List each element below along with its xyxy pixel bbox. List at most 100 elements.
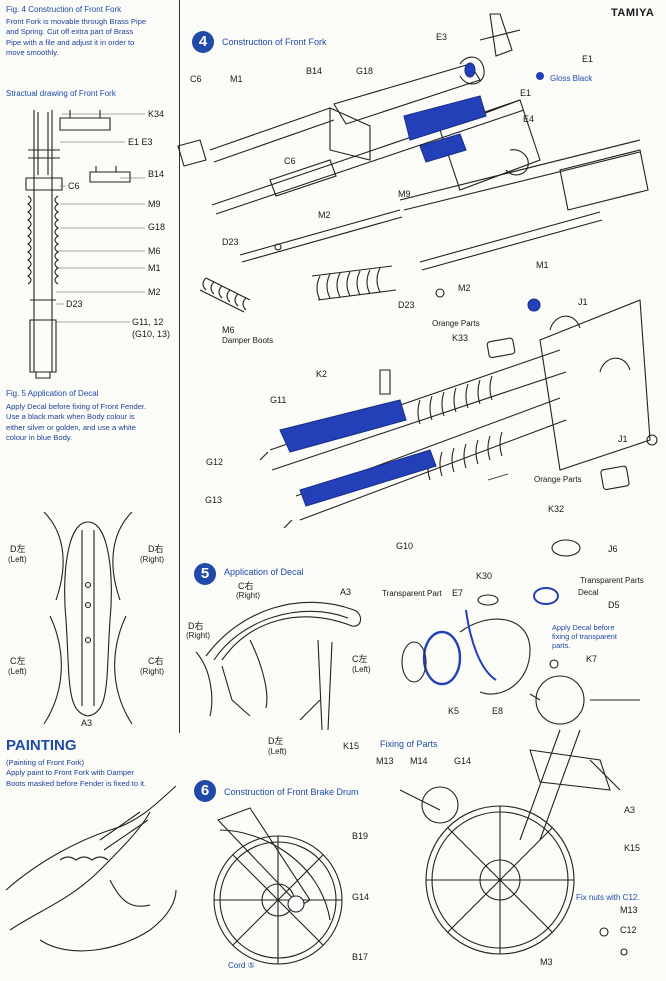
fix-note: Fix nuts with C12. xyxy=(576,893,640,902)
fixing-label: C12 xyxy=(620,925,637,935)
struct-label: G18 xyxy=(148,222,166,232)
fig5-line: colour in blue Body. xyxy=(6,432,73,442)
step5-label: (Left) xyxy=(352,665,371,674)
fig5-label: A3 xyxy=(81,718,93,728)
fixing-label: A3 xyxy=(624,805,636,815)
step5-label: (Right) xyxy=(236,591,261,600)
fixing-label: G14 xyxy=(454,756,472,766)
decal-note-line: Apply Decal before xyxy=(552,623,615,632)
step4-label: G10 xyxy=(396,541,414,551)
step4-label: G13 xyxy=(205,495,223,505)
decal-label: Decal xyxy=(578,588,599,597)
struct-label: M1 xyxy=(148,263,161,273)
step4-label: E1 xyxy=(520,88,532,98)
fig5-line: either silver or golden, and use a white xyxy=(6,422,137,432)
painting-line: Apply paint to Front Fork with Damper xyxy=(6,768,134,778)
painting-title: PAINTING xyxy=(6,737,77,754)
step4-label: M1 xyxy=(230,74,243,84)
fender-side-view-drawing xyxy=(195,601,362,731)
step4-label: G18 xyxy=(356,66,374,76)
damper-boots-label: Damper Boots xyxy=(222,336,274,345)
struct-title: Stractual drawing of Front Fork xyxy=(6,89,116,98)
headlight-exploded-drawing xyxy=(401,539,581,695)
fixing-label: M3 xyxy=(540,957,553,967)
fixing-label: M13 xyxy=(376,756,394,766)
step4-label: M2 xyxy=(318,210,331,220)
front-brake-drum-wheel-drawing xyxy=(213,807,343,965)
painting-subtitle: (Painting of Front Fork) xyxy=(6,758,85,767)
struct-label: B14 xyxy=(148,169,165,179)
struct-label: M9 xyxy=(148,199,161,209)
front-fork-exploded-drawing xyxy=(177,13,658,529)
step5-label: K15 xyxy=(343,741,360,751)
fig4-line: move smoothly. xyxy=(6,47,59,57)
decal-note: Apply Decal before fixing of transparent… xyxy=(552,623,617,650)
step4-number-badge: 4 xyxy=(192,31,214,53)
step6-label: B19 xyxy=(352,831,369,841)
step5-title: Application of Decal xyxy=(224,567,304,577)
fig5-line: Use a black mark when Body colour is xyxy=(6,412,135,422)
struct-label: D23 xyxy=(66,299,83,309)
struct-label: (G10, 13) xyxy=(132,329,171,339)
transparent-part-label: Transparent Part xyxy=(382,589,442,598)
fig4-text: Front Fork is movable through Brass Pipe… xyxy=(6,17,176,58)
struct-label: C6 xyxy=(68,181,80,191)
step4-label: E3 xyxy=(436,32,448,42)
orange-parts-label-2: Orange Parts xyxy=(534,475,582,484)
step4-label: D23 xyxy=(398,300,415,310)
step4-label: G11 xyxy=(270,395,287,405)
step5-label: D左 xyxy=(268,736,284,746)
step4-title: Construction of Front Fork xyxy=(222,37,327,47)
fig4-title: Fig. 4 Construction of Front Fork xyxy=(6,5,122,14)
fig5-label: D左 xyxy=(10,544,26,554)
step4-label: K32 xyxy=(548,504,565,514)
fixing-title: Fixing of Parts xyxy=(380,739,438,749)
step5-label: D右 xyxy=(188,621,204,631)
painting-text: (Painting of Front Fork) Apply paint to … xyxy=(6,758,178,789)
motorcycle-front-drawing xyxy=(399,675,640,956)
step4-label: E4 xyxy=(523,114,535,124)
struct-label: M6 xyxy=(148,246,161,256)
step5-label: C左 xyxy=(352,654,368,664)
fig4-line: Front Fork is movable through Brass Pipe xyxy=(6,17,147,26)
step6-label: B17 xyxy=(352,952,369,962)
fig5-label: (Left) xyxy=(8,667,27,676)
step5-label: A3 xyxy=(340,587,352,597)
step4-label: M6 xyxy=(222,325,235,335)
step5-number-badge: 5 xyxy=(194,563,216,585)
step5-label: K5 xyxy=(448,706,460,716)
fig5-label: C左 xyxy=(10,656,26,666)
step5-label: C右 xyxy=(238,581,254,591)
step4-label: M1 xyxy=(536,260,549,270)
cord-label: Cord ⑤ xyxy=(228,961,255,970)
step4-label: E1 xyxy=(582,54,594,64)
fixing-label: K15 xyxy=(624,843,641,853)
orange-parts-label: Orange Parts xyxy=(432,319,480,328)
struct-label: G11, 12 xyxy=(132,317,164,327)
transparent-parts-label: Transparent Parts xyxy=(580,576,644,585)
decal-note-line: fixing of transparent xyxy=(552,632,617,641)
fender-top-view-drawing xyxy=(43,511,133,725)
step6-title: Construction of Front Brake Drum xyxy=(224,787,359,797)
step4-label: J1 xyxy=(578,297,588,307)
step5-label: J6 xyxy=(608,544,618,554)
step4-label: G12 xyxy=(206,457,224,467)
fixing-label: M13 xyxy=(620,905,638,915)
fig5-label: D右 xyxy=(148,544,164,554)
step4-label: J1 xyxy=(618,434,628,444)
step4-label: B14 xyxy=(306,66,323,76)
step4-label: C6 xyxy=(284,156,296,166)
fig4-line: and Spring. Cut off extra part of Brass xyxy=(6,27,134,37)
fig4-line: Pipe with a file and adjust it in order … xyxy=(6,37,135,47)
brand-logo-text: TAMIYA xyxy=(611,7,655,19)
fork-cross-section-drawing xyxy=(25,110,145,379)
step5-label: (Right) xyxy=(186,631,211,640)
struct-label: E1 E3 xyxy=(128,137,153,147)
step5-label: K7 xyxy=(586,654,598,664)
gloss-black-label: Gloss Black xyxy=(550,74,593,83)
step5-label: (Left) xyxy=(268,747,287,756)
step5-label: E7 xyxy=(452,588,464,598)
step4-label: K2 xyxy=(316,369,328,379)
